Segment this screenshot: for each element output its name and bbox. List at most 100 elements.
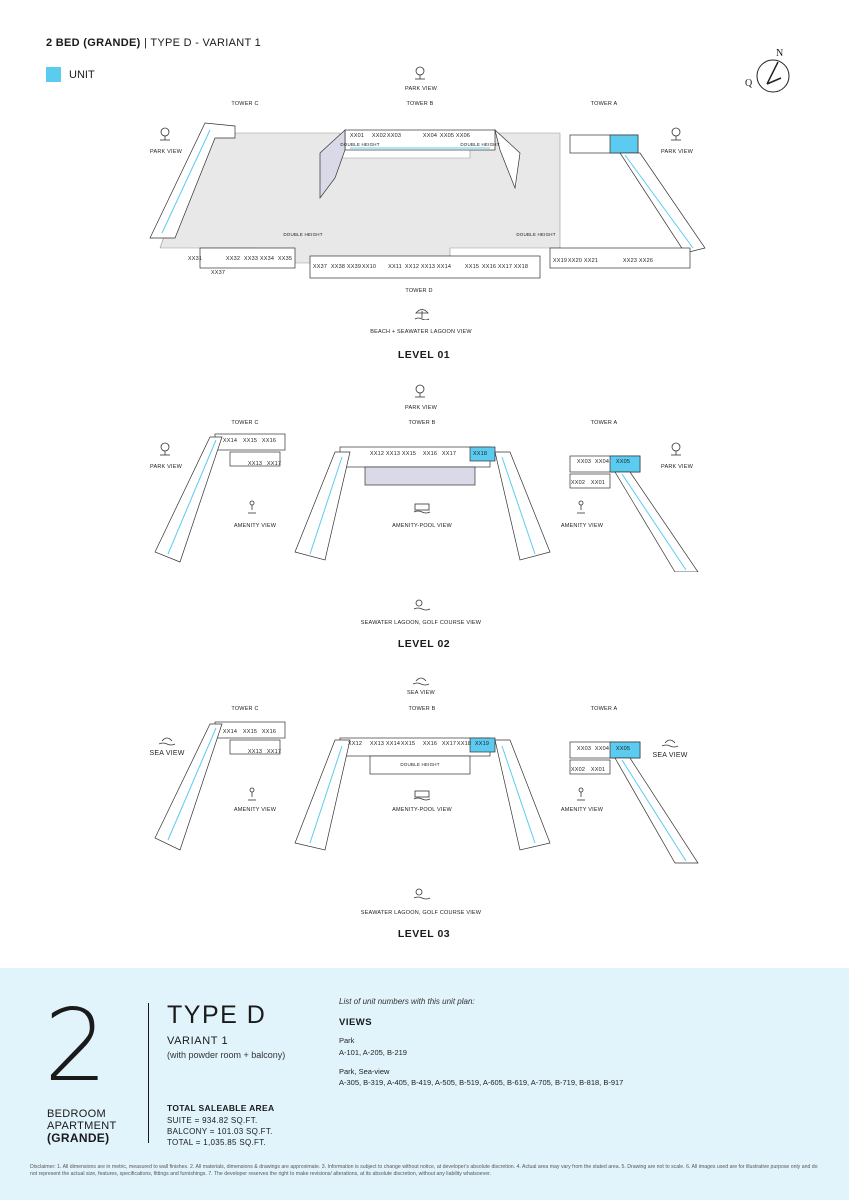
disclaimer: Disclaimer: 1. All dimensions are in met… bbox=[30, 1164, 818, 1177]
unit-label: XX17 bbox=[441, 451, 457, 457]
unit-label: XX19 bbox=[474, 741, 490, 747]
grande-text: (GRANDE) bbox=[47, 1131, 110, 1145]
pool-icon bbox=[413, 790, 431, 801]
unit-label: XX02 bbox=[371, 133, 387, 139]
unit-label: XX16 bbox=[261, 729, 277, 735]
area-title: TOTAL SALEABLE AREA bbox=[167, 1103, 275, 1113]
unit-label: XX12 bbox=[369, 451, 385, 457]
views-title: VIEWS bbox=[339, 1017, 373, 1028]
level-title: LEVEL 02 bbox=[397, 638, 451, 650]
double-height-note: DOUBLE HEIGHT bbox=[460, 142, 500, 147]
unit-label: XX18 bbox=[472, 451, 488, 457]
compass-q: Q bbox=[745, 78, 753, 89]
view-label-left: PARK VIEW bbox=[150, 149, 182, 155]
bedroom-text: BEDROOM bbox=[47, 1108, 106, 1120]
level-01-floorplan bbox=[149, 122, 706, 279]
unit-label: XX02 bbox=[570, 767, 586, 773]
center-view-label: AMENITY-POOL VIEW bbox=[392, 523, 452, 529]
unit-label: XX18 bbox=[513, 264, 529, 270]
view-label-left: SEA VIEW bbox=[149, 750, 185, 757]
unit-features: (with powder room + balcony) bbox=[167, 1050, 286, 1060]
unit-label: XX23 bbox=[622, 258, 638, 264]
pool-icon bbox=[413, 503, 431, 514]
tree-icon bbox=[160, 442, 170, 456]
unit-label: XX37 bbox=[210, 270, 226, 276]
double-height-note: DOUBLE HEIGHT bbox=[516, 232, 556, 237]
amenity-icon bbox=[248, 500, 256, 514]
unit-label: XX15 bbox=[242, 438, 258, 444]
tower-label: TOWER C bbox=[231, 420, 259, 426]
side-view-label: AMENITY VIEW bbox=[233, 807, 277, 813]
legend-label: UNIT bbox=[69, 68, 95, 81]
double-height-note: DOUBLE HEIGHT bbox=[283, 232, 323, 237]
unit-label: XX18 bbox=[456, 741, 472, 747]
double-height-note: DOUBLE HEIGHT bbox=[340, 142, 380, 147]
tower-label: TOWER B bbox=[408, 420, 436, 426]
level-title: LEVEL 03 bbox=[397, 928, 451, 940]
view-label-right: SEA VIEW bbox=[652, 752, 688, 759]
unit-label: XX31 bbox=[187, 256, 203, 262]
view-label-top: PARK VIEW bbox=[405, 86, 437, 92]
tree-icon bbox=[671, 442, 681, 456]
unit-label: XX32 bbox=[225, 256, 241, 262]
unit-label: XX10 bbox=[361, 264, 377, 270]
beach-umbrella-icon bbox=[414, 309, 430, 320]
unit-label: XX19 bbox=[552, 258, 568, 264]
unit-label: XX01 bbox=[349, 133, 365, 139]
bedroom-label: BEDROOM APARTMENT (GRANDE) bbox=[47, 1108, 117, 1144]
unit-label: XX33 bbox=[243, 256, 259, 262]
view-label-bottom: BEACH + SEAWATER LAGOON VIEW bbox=[370, 329, 472, 335]
area-total: TOTAL = 1,035.85 SQ.FT. bbox=[167, 1138, 267, 1147]
level-02-floorplan bbox=[154, 433, 699, 572]
tower-label: TOWER A bbox=[590, 706, 618, 712]
legend: UNIT bbox=[46, 67, 95, 82]
unit-label: XX05 bbox=[615, 746, 631, 752]
apartment-text: APARTMENT bbox=[47, 1120, 117, 1132]
page-header: 2 BED (GRANDE) | TYPE D - VARIANT 1 bbox=[46, 37, 261, 49]
tower-label: TOWER B bbox=[406, 101, 434, 107]
unit-label: XX20 bbox=[567, 258, 583, 264]
divider bbox=[148, 1003, 149, 1143]
view-label-top: SEA VIEW bbox=[407, 690, 435, 696]
center-view-label: AMENITY-POOL VIEW bbox=[392, 807, 452, 813]
compass-n: N bbox=[776, 48, 784, 59]
unit-label: XX37 bbox=[312, 264, 328, 270]
unit-label: XX03 bbox=[386, 133, 402, 139]
unit-label: XX11 bbox=[388, 264, 402, 270]
unit-label: XX34 bbox=[259, 256, 275, 262]
unit-label: XX17 bbox=[266, 749, 282, 755]
unit-label: XX17 bbox=[266, 461, 282, 467]
unit-label: XX26 bbox=[638, 258, 654, 264]
view-units: A-101, A-205, B-219 bbox=[339, 1048, 407, 1057]
unit-label: XX14 bbox=[222, 729, 238, 735]
unit-label: XX15 bbox=[464, 264, 480, 270]
unit-label: XX04 bbox=[594, 746, 610, 752]
unit-label: XX01 bbox=[590, 767, 606, 773]
view-label-bottom: SEAWATER LAGOON, GOLF COURSE VIEW bbox=[360, 910, 482, 916]
view-label-right: PARK VIEW bbox=[661, 464, 693, 470]
unit-label: XX17 bbox=[441, 741, 457, 747]
tower-label: TOWER A bbox=[590, 420, 618, 426]
side-view-label: AMENITY VIEW bbox=[233, 523, 277, 529]
tree-icon bbox=[160, 127, 170, 141]
tree-icon bbox=[671, 127, 681, 141]
amenity-icon bbox=[248, 787, 256, 801]
unit-label: XX16 bbox=[422, 741, 438, 747]
legend-swatch bbox=[46, 67, 61, 82]
unit-type: TYPE D bbox=[167, 1001, 267, 1029]
unit-label: XX35 bbox=[277, 256, 293, 262]
lagoon-icon bbox=[413, 599, 431, 611]
level-03-floorplan bbox=[154, 721, 699, 864]
tree-icon bbox=[415, 66, 425, 80]
unit-label: XX14 bbox=[436, 264, 452, 270]
sea-icon bbox=[412, 677, 430, 686]
view-units: A-305, B-319, A-405, B-419, A-505, B-519… bbox=[339, 1078, 624, 1087]
unit-label: XX21 bbox=[583, 258, 599, 264]
side-view-label: AMENITY VIEW bbox=[560, 523, 604, 529]
bedroom-count: 2 bbox=[44, 987, 108, 1104]
unit-label: XX03 bbox=[576, 459, 592, 465]
unit-label: XX13 bbox=[247, 461, 263, 467]
tree-icon bbox=[415, 384, 425, 398]
tower-label: TOWER A bbox=[590, 101, 618, 107]
view-label-left: PARK VIEW bbox=[150, 464, 182, 470]
